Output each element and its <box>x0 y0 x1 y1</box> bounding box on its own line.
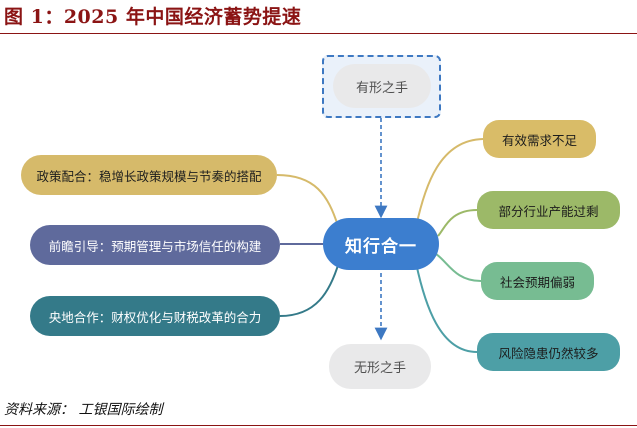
figure-title: 图 1：2025 年中国经济蓄势提速 <box>4 6 302 28</box>
right-node-weak-expectations: 社会预期偏弱 <box>481 262 594 300</box>
link-right-1 <box>415 138 484 228</box>
bottom-node-label: 无形之手 <box>329 344 431 389</box>
right-node-overcapacity: 部分行业产能过剩 <box>477 191 620 229</box>
right-node-insufficient-demand: 有效需求不足 <box>483 120 596 158</box>
right-node-risks: 风险隐患仍然较多 <box>477 333 620 371</box>
left-node-central-local-cooperation: 央地合作：财权优化与财税改革的合力 <box>30 296 280 336</box>
top-node-label: 有形之手 <box>333 64 431 108</box>
title-divider <box>0 33 637 34</box>
link-right-2 <box>437 209 478 237</box>
link-right-4 <box>415 262 478 353</box>
left-node-forward-guidance: 前瞻引导：预期管理与市场信任的构建 <box>30 225 280 265</box>
link-left-1 <box>276 174 339 227</box>
left-node-policy-coordination: 政策配合：稳增长政策规模与节奏的搭配 <box>21 155 277 195</box>
bottom-divider <box>0 425 637 426</box>
source-note: 资料来源： 工银国际绘制 <box>4 402 163 418</box>
link-left-3 <box>279 261 340 317</box>
link-right-3 <box>435 253 482 282</box>
center-node: 知行合一 <box>323 218 439 270</box>
